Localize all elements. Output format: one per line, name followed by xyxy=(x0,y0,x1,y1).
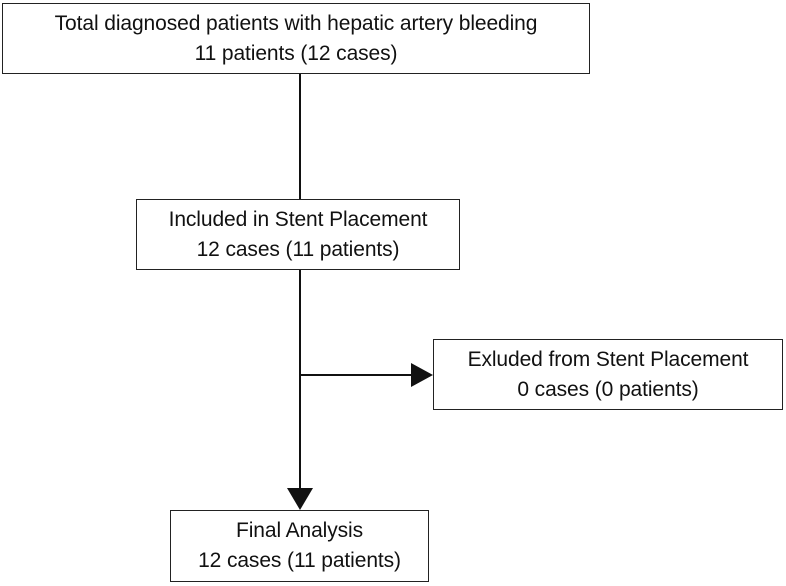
excluded-stent-count: 0 cases (0 patients) xyxy=(517,377,699,401)
included-stent-count: 12 cases (11 patients) xyxy=(196,237,400,261)
final-analysis-count: 12 cases (11 patients) xyxy=(198,549,401,572)
final-analysis-title: Final Analysis xyxy=(236,519,363,542)
arrowhead-to-final xyxy=(287,488,313,510)
arrowhead-to-excluded xyxy=(411,363,433,387)
total-diagnosed-title: Total diagnosed patients with hepatic ar… xyxy=(54,11,538,35)
excluded-stent-box: Exluded from Stent Placement 0 cases (0 … xyxy=(433,339,783,410)
included-stent-title: Included in Stent Placement xyxy=(168,207,428,231)
total-diagnosed-box: Total diagnosed patients with hepatic ar… xyxy=(2,3,590,74)
total-diagnosed-count: 11 patients (12 cases) xyxy=(194,41,398,65)
final-analysis-box: Final Analysis 12 cases (11 patients) xyxy=(170,510,429,582)
excluded-stent-title: Exluded from Stent Placement xyxy=(467,347,749,371)
included-stent-box: Included in Stent Placement 12 cases (11… xyxy=(136,199,460,270)
